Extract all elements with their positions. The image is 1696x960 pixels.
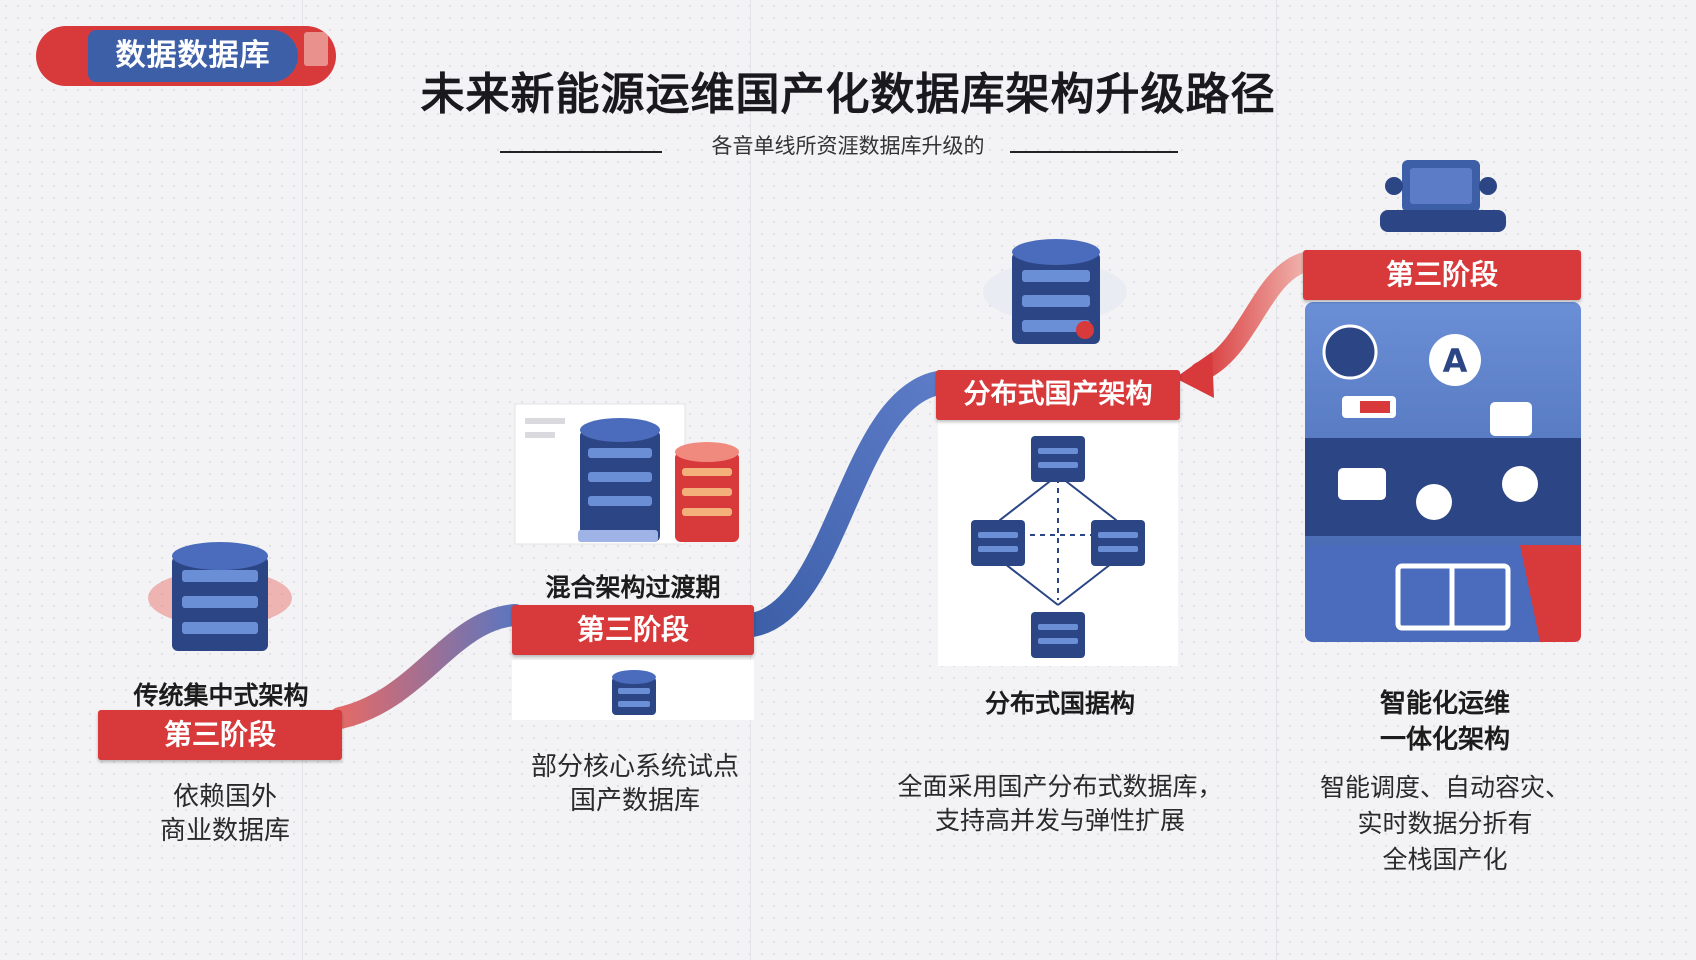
grid-line [750, 0, 751, 960]
stage-2-heading: 混合架构过渡期 [545, 573, 721, 602]
section-tag: 数据数据库 [36, 26, 336, 86]
smart-ops-panel: A [1305, 302, 1581, 642]
divider [500, 151, 662, 153]
grid-line [1276, 0, 1277, 960]
server-node [971, 436, 1145, 658]
svg-text:A: A [1443, 342, 1468, 380]
arrow-head [1175, 352, 1214, 398]
flag-icon [304, 32, 328, 66]
small-database-icon [612, 670, 656, 715]
stage-2-description: 部分核心系统试点 国产数据库 [530, 752, 739, 816]
connector-arrow [329, 604, 526, 729]
server-icon [983, 239, 1127, 344]
stage-3-badge: 分布式国产架构 [936, 370, 1180, 420]
monitor-icon [1380, 160, 1506, 232]
database-icon [148, 542, 292, 651]
stage-1-description: 依赖国外 商业数据库 [159, 782, 290, 846]
connector-arrow [1190, 252, 1315, 382]
section-tag-label: 数据数据库 [88, 30, 298, 82]
page-title: 未来新能源运维国产化数据库架构升级路径 [420, 69, 1276, 120]
divider [1010, 151, 1178, 153]
grid-line [302, 0, 303, 960]
stage-2-badge: 第三阶段 [512, 605, 754, 655]
stage-1-badge: 第三阶段 [98, 710, 342, 760]
stage-4-heading: 智能化运维 一体化架构 [1379, 689, 1510, 755]
stage-3-description: 全面采用国产分布式数据库， 支持高并发与弹性扩展 [897, 772, 1223, 835]
connector-arrow [740, 370, 957, 637]
stage-4-description: 智能调度、自动容灾、 实时数据分折有 全栈国产化 [1319, 773, 1570, 874]
stage-4-badge: 第三阶段 [1303, 250, 1581, 300]
stage-3-heading: 分布式国据构 [984, 689, 1135, 718]
stage-1-heading: 传统集中式架构 [133, 681, 309, 710]
hybrid-database-icon [514, 403, 739, 545]
page-subtitle: 各音单线所资涯数据库升级的 [711, 134, 985, 158]
